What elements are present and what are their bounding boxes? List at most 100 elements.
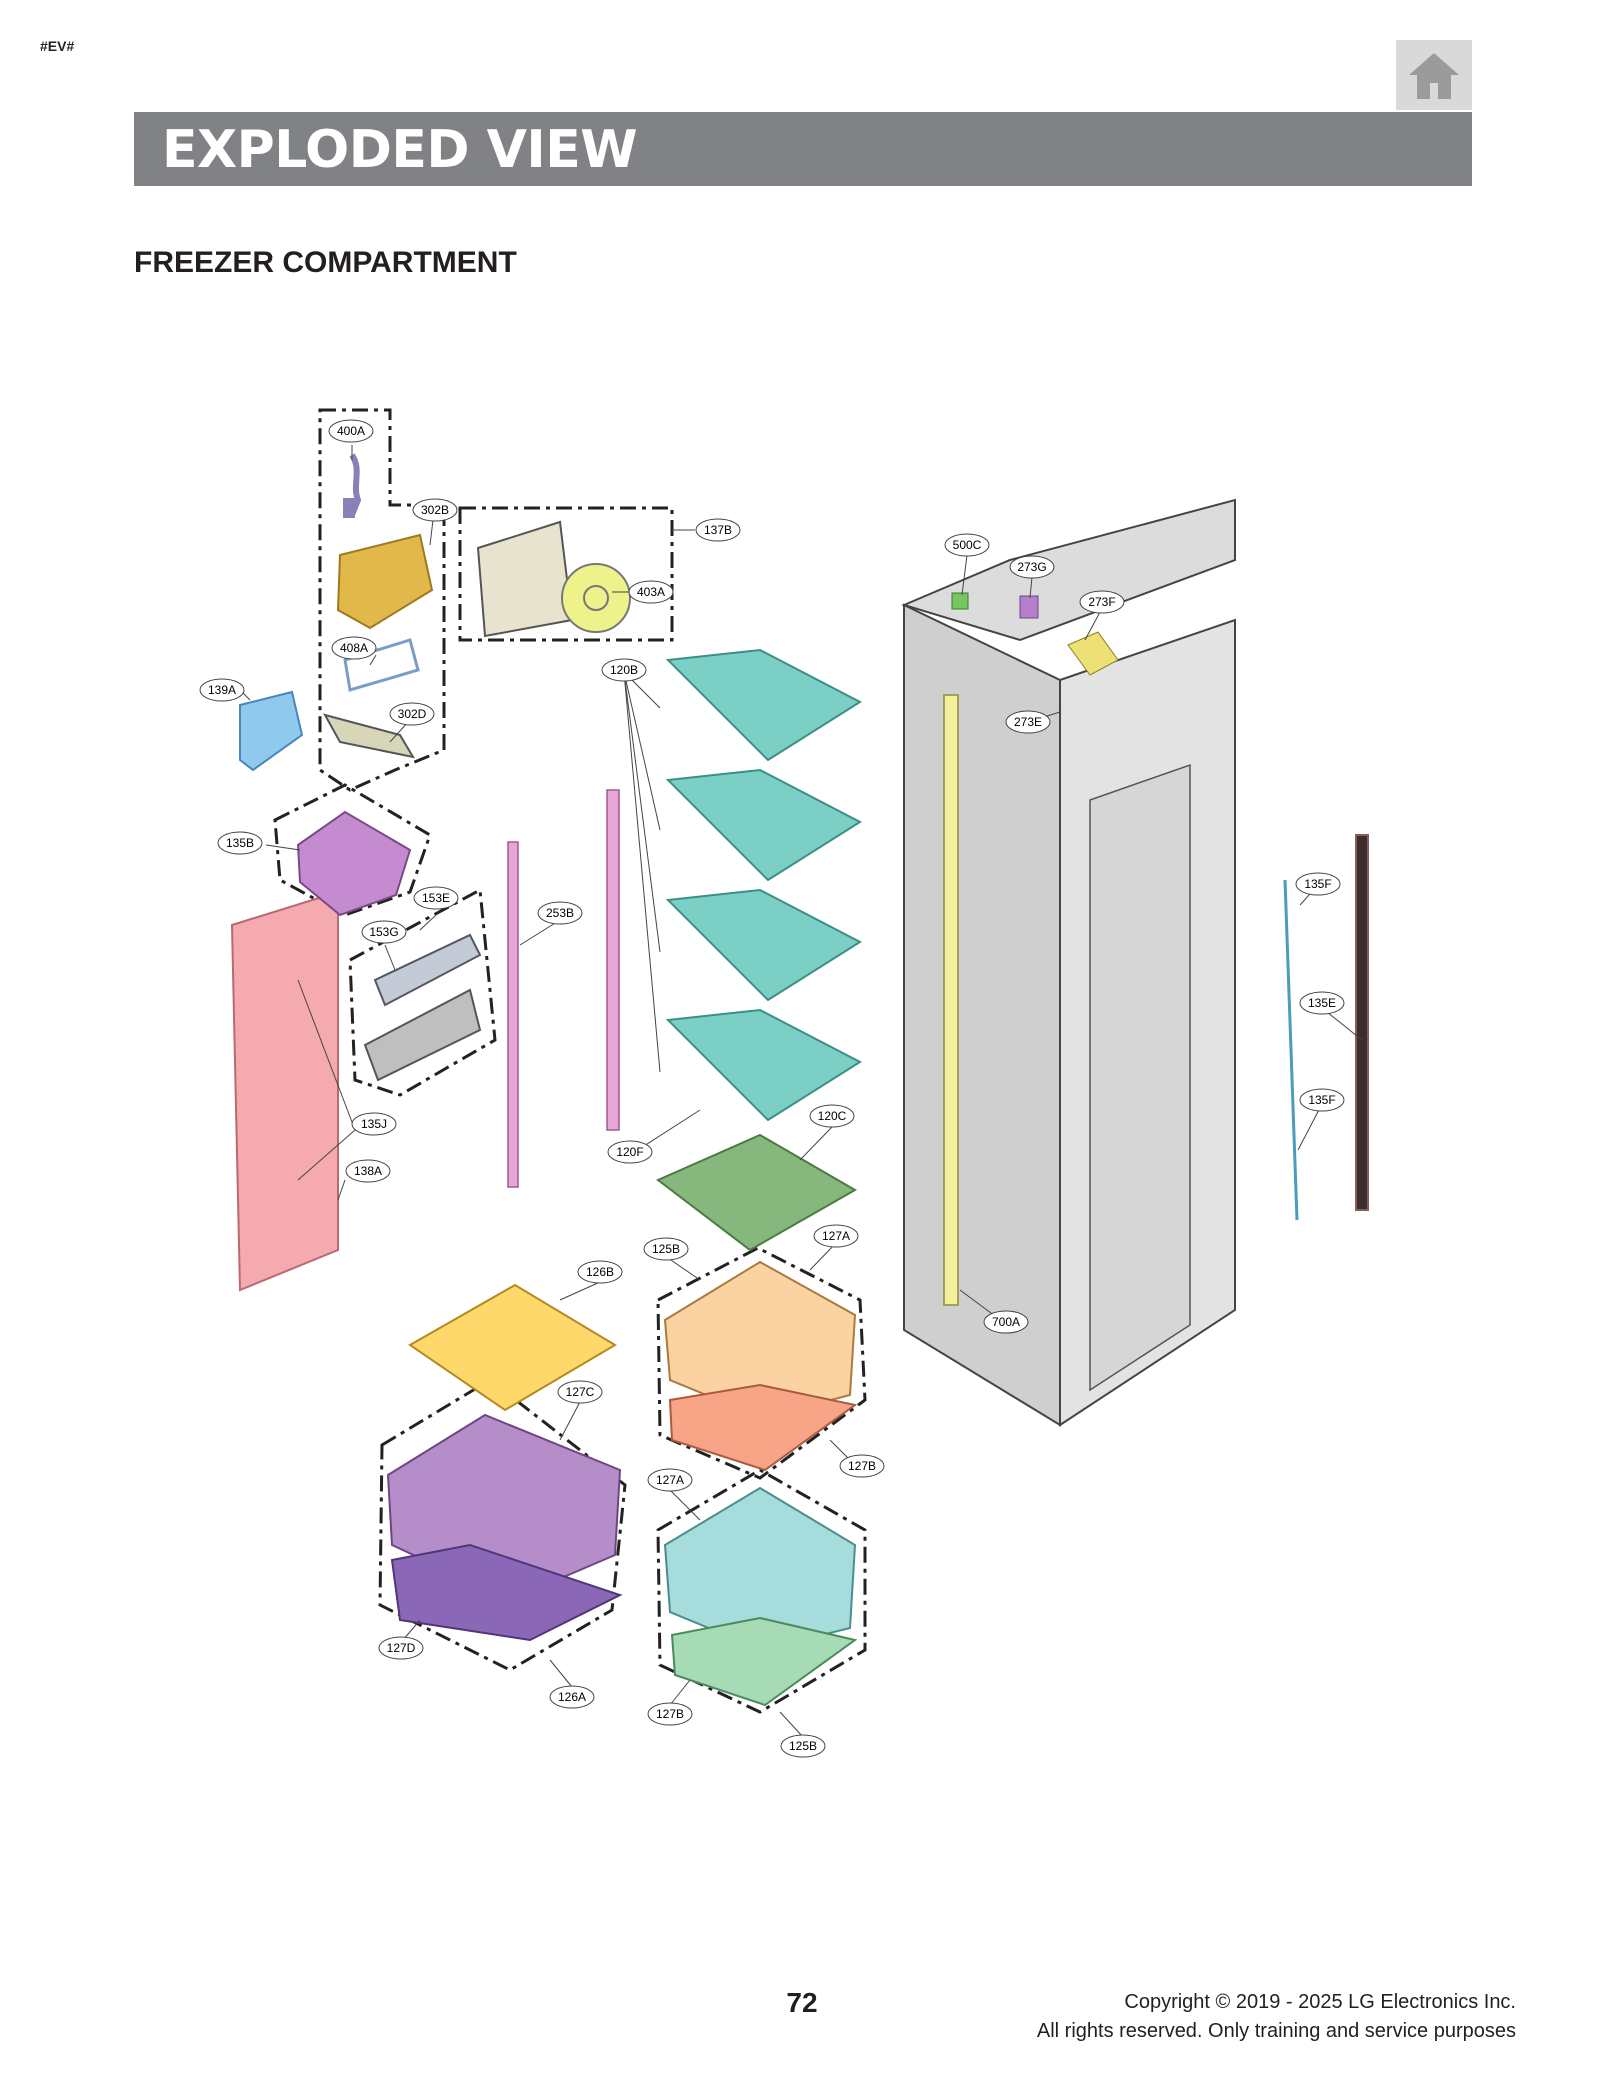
exploded-view-diagram: 400A 302B 137B 403A 408A 139A 302D 120B … (199, 408, 1369, 1758)
callout-127a-top: 127A (813, 1224, 859, 1248)
callout-label: 120C (818, 1109, 847, 1123)
callout-120f: 120F (607, 1140, 653, 1164)
callout-302d: 302D (389, 702, 435, 726)
title-banner: EXPLODED VIEW (134, 112, 1472, 186)
copyright-line-1: Copyright © 2019 - 2025 LG Electronics I… (1124, 1991, 1516, 2013)
control-board-153g (373, 933, 482, 1007)
callout-label: 127B (848, 1459, 876, 1473)
group-outline-drawer-right-top (656, 1246, 867, 1480)
sensor-400a (349, 453, 362, 517)
tray-125b-bottom (670, 1616, 858, 1707)
callout-138a: 138A (345, 1159, 391, 1183)
callout-273g: 273G (1009, 555, 1055, 579)
sensor-plug (343, 498, 355, 518)
bracket-302d (322, 713, 416, 759)
callout-125b-top: 125B (643, 1237, 689, 1261)
callout-135b: 135B (217, 831, 263, 855)
heater-strip-700a (943, 694, 959, 1306)
callout-label: 273E (1014, 715, 1042, 729)
cabinet-side (903, 603, 1061, 1427)
side-parts (230, 789, 620, 1292)
callout-label: 273G (1017, 560, 1046, 574)
cover-126b (408, 1283, 617, 1412)
callout-label: 137B (704, 523, 732, 537)
callout-500c: 500C (944, 533, 990, 557)
callout-153g: 153G (361, 920, 407, 944)
home-button[interactable] (1396, 40, 1472, 110)
freezer-shelves (656, 648, 863, 1252)
callout-label: 127D (387, 1641, 416, 1655)
rail-253b-left (606, 789, 620, 1131)
damper-135b (296, 810, 412, 917)
wire-135f (1283, 879, 1299, 1221)
callout-label: 125B (789, 1739, 817, 1753)
callout-126b: 126B (577, 1260, 623, 1284)
callout-label: 700A (992, 1315, 1020, 1329)
shelf-120f (665, 1008, 863, 1122)
callout-label: 135E (1308, 996, 1336, 1010)
bracket-273f (1067, 631, 1119, 676)
shelf-120b-1 (665, 648, 863, 762)
callout-273e: 273E (1005, 710, 1051, 734)
evaporator-parts (239, 453, 434, 772)
drawers (386, 1260, 858, 1707)
bracket-273g (1019, 595, 1039, 619)
home-icon (1409, 53, 1459, 99)
callout-label: 125B (652, 1242, 680, 1256)
evaporator-302b (336, 533, 434, 630)
callout-label: 135J (361, 1117, 387, 1131)
cabinet-top (901, 498, 1236, 642)
callout-273f: 273F (1079, 590, 1125, 614)
callout-137b: 137B (695, 518, 741, 542)
callout-120c: 120C (809, 1104, 855, 1128)
drawer-127a-bottom (663, 1486, 857, 1652)
callout-700a: 700A (983, 1310, 1029, 1334)
copyright-line-2: All rights reserved. Only training and s… (1036, 2020, 1516, 2042)
shelf-120b-3 (665, 888, 863, 1002)
callout-126a: 126A (549, 1685, 595, 1709)
group-outline-control (348, 887, 497, 1097)
callout-label: 127A (822, 1229, 850, 1243)
panel-138a (230, 890, 339, 1292)
callout-label: 135B (226, 836, 254, 850)
callout-label: 138A (354, 1164, 382, 1178)
group-outline-fan (458, 506, 674, 642)
callout-label: 302B (421, 503, 449, 517)
callout-label: 400A (337, 424, 365, 438)
callout-label: 408A (340, 641, 368, 655)
callout-label: 126B (586, 1265, 614, 1279)
page-number: 72 (786, 1987, 818, 2018)
part-callouts: 400A 302B 137B 403A 408A 139A 302D 120B … (199, 419, 1345, 1758)
callout-120b: 120B (601, 658, 647, 682)
group-outline-drawer-left (378, 1378, 627, 1672)
callout-127b-top: 127B (839, 1454, 885, 1478)
callout-127a-bottom: 127A (647, 1468, 693, 1492)
rail-253b (507, 841, 519, 1188)
fan-assembly (476, 520, 631, 638)
group-outline-evaporator (318, 408, 446, 792)
callout-135e: 135E (1299, 991, 1345, 1015)
callout-302b: 302B (412, 498, 458, 522)
callout-label: 127B (656, 1707, 684, 1721)
freezer-opening (1089, 763, 1191, 1392)
callout-403a: 403A (628, 580, 674, 604)
callout-label: 500C (953, 538, 982, 552)
shelf-120b-2 (665, 768, 863, 882)
switch-500c (951, 592, 969, 610)
callout-label: 139A (208, 683, 236, 697)
tray-127b-top (668, 1383, 858, 1472)
section-title: FREEZER COMPARTMENT (134, 246, 517, 279)
callout-label: 153E (422, 891, 450, 905)
callout-label: 403A (637, 585, 665, 599)
fan-shroud-137b (476, 520, 574, 638)
callout-139a: 139A (199, 678, 245, 702)
callout-135f-top: 135F (1295, 872, 1341, 896)
callout-label: 120B (610, 663, 638, 677)
cover-120c (656, 1133, 858, 1252)
callout-127b-bottom: 127B (647, 1702, 693, 1726)
callout-label: 127C (566, 1385, 595, 1399)
callout-label: 302D (398, 707, 427, 721)
callout-label: 135F (1308, 1093, 1335, 1107)
fan-motor-403a (561, 563, 631, 633)
cover-139a (239, 690, 304, 772)
